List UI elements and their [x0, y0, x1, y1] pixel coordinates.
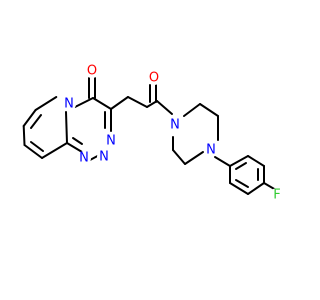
bond-linker-2: [127, 96, 148, 108]
bond-triazine-5: [66, 142, 83, 153]
bond-linker-1: [110, 96, 129, 110]
bond-aryl-3: [247, 182, 265, 195]
atom-bg-triazine-nitrogen-2: [77, 151, 91, 165]
bond-layer: [22, 77, 277, 195]
bond-pyridine-6: [65, 111, 68, 144]
triazine-nitrogen-3-label: N: [99, 150, 109, 165]
carbonyl-oxygen-2-label: O: [149, 71, 159, 86]
bond-pyridine-3: [22, 125, 26, 146]
bond-triazine-5-double: [72, 137, 83, 145]
bond-piperazine-2: [199, 103, 219, 117]
atom-label-layer: O N N N N O N N F: [62, 64, 284, 203]
bond-aryl-2: [229, 182, 249, 195]
bond-triazine-2: [92, 97, 112, 110]
bridgehead-nitrogen-label: N: [64, 97, 74, 112]
carbonyl-oxygen-1-label: O: [87, 64, 97, 79]
atom-bg-triazine-nitrogen-3: [97, 150, 111, 164]
bond-pyridine-4: [23, 144, 43, 159]
bond-aryl-6: [229, 155, 249, 167]
piperazine-nitrogen-2-label: N: [206, 143, 216, 158]
bond-triazine-1: [74, 97, 94, 108]
bond-pyridine-4-inner: [30, 141, 44, 152]
bond-pyridine-2: [22, 109, 37, 127]
atom-bg-piperazine-nitrogen-1: [168, 118, 182, 132]
atom-bg-carbonyl-oxygen-1: [85, 64, 99, 78]
atom-bg-carbonyl-oxygen-2: [147, 71, 161, 85]
bond-pyridine-1: [34, 96, 58, 111]
bond-pyridine-5: [41, 142, 68, 159]
triazine-nitrogen-2-label: N: [79, 151, 89, 166]
atom-bg-piperazine-nitrogen-2: [204, 143, 218, 157]
atom-bg-bridgehead-nitrogen: [62, 97, 76, 111]
triazine-nitrogen-1-label: N: [106, 134, 116, 149]
bond-aryl-2-inner: [235, 179, 249, 188]
atom-bg-fluorine: [270, 188, 284, 202]
bond-aryl-6-inner: [235, 162, 247, 170]
bond-amide: [156, 100, 173, 115]
bond-aryl-5: [247, 155, 265, 167]
molecule-structure-diagram: O N N N N O N N F: [22, 63, 284, 203]
fluorine-label: F: [273, 188, 280, 203]
bond-piperazine-1: [183, 103, 201, 117]
bond-piperazine-5: [172, 149, 186, 165]
piperazine-nitrogen-1-label: N: [170, 118, 180, 133]
bond-aryl-link: [214, 156, 231, 167]
bond-pyridine-2-inner: [30, 114, 42, 129]
bond-piperazine-4: [184, 151, 204, 165]
atom-bg-triazine-nitrogen-1: [104, 134, 118, 148]
